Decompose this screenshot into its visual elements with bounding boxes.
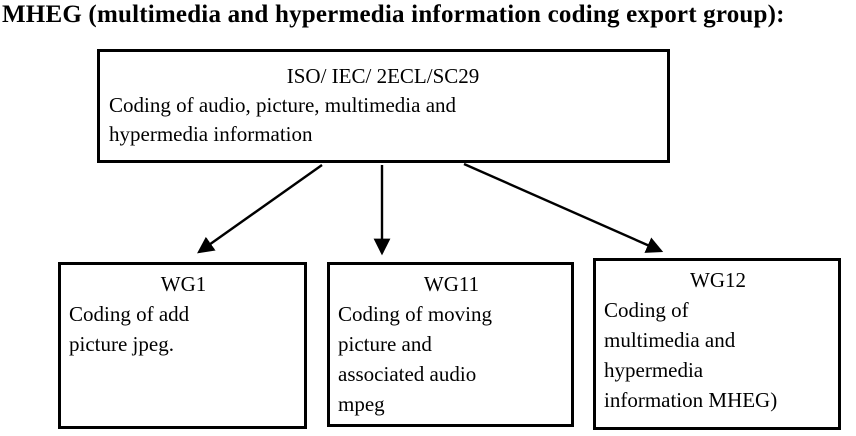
- node-root-body: Coding of audio, picture, multimedia and…: [109, 93, 457, 146]
- arrow-root-to-wg1-icon: [197, 164, 323, 254]
- node-wg12: WG12 Coding of multimedia and hypermedia…: [593, 258, 841, 430]
- node-root-heading: ISO/ IEC/ 2ECL/SC29: [286, 64, 480, 88]
- node-root: ISO/ IEC/ 2ECL/SC29 Coding of audio, pic…: [97, 49, 670, 163]
- node-wg1-heading: WG1: [160, 272, 207, 296]
- arrow-root-to-wg12-icon: [463, 162, 664, 253]
- node-wg12-heading: WG12: [690, 268, 746, 292]
- node-wg11-heading: WG11: [423, 272, 480, 296]
- node-wg11-body: Coding of moving picture and associated …: [338, 302, 493, 416]
- node-wg1-body: Coding of add picture jpeg.: [69, 302, 190, 356]
- node-wg1: WG1 Coding of add picture jpeg.: [58, 262, 307, 429]
- node-wg12-body: Coding of multimedia and hypermedia info…: [604, 298, 778, 412]
- node-wg11: WG11 Coding of moving picture and associ…: [327, 262, 574, 427]
- page-title: MHEG (multimedia and hypermedia informat…: [2, 1, 785, 28]
